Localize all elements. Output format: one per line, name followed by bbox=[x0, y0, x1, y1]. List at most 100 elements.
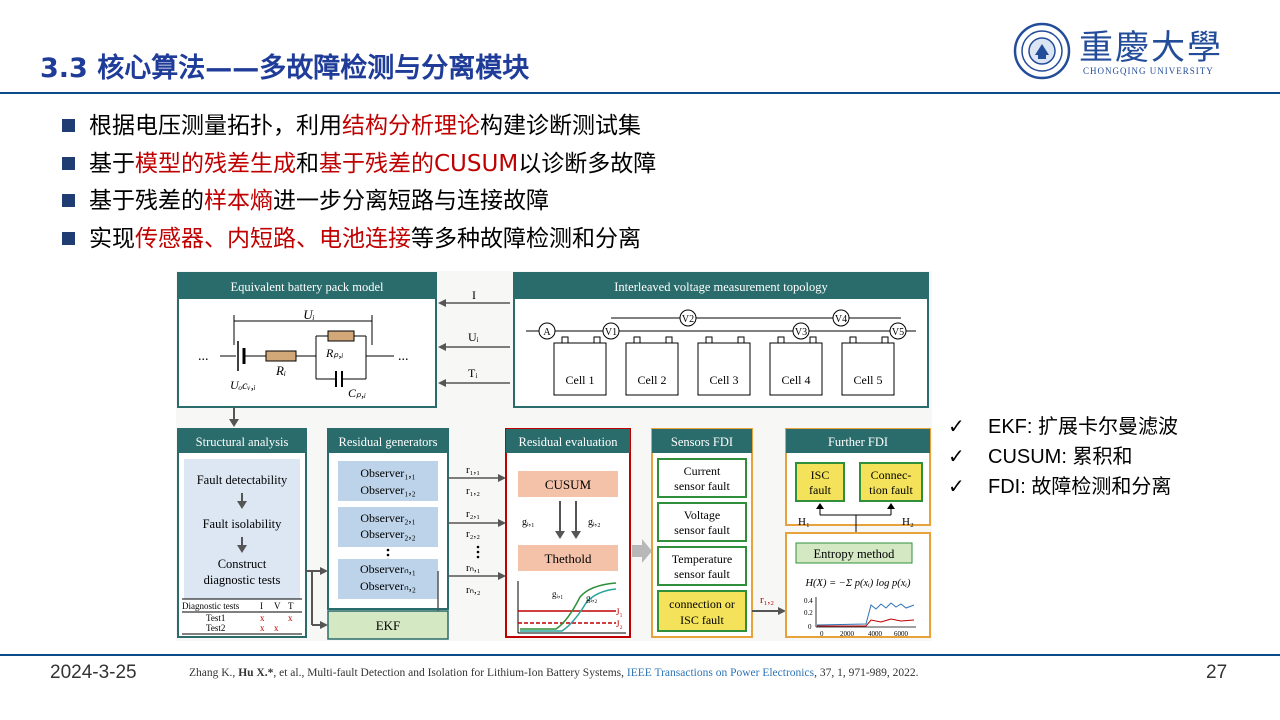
conn-fault-l1: Connec- bbox=[871, 468, 912, 482]
check-icon: ✓ bbox=[948, 416, 965, 438]
isc-fault-l2: fault bbox=[809, 483, 832, 497]
hypothesis-h1: H₁ bbox=[798, 516, 810, 528]
meter-label: V3 bbox=[795, 327, 807, 338]
note-fdi-text: FDI: 故障检测和分离 bbox=[988, 476, 1172, 498]
residual-r12: r₁,₂ bbox=[466, 485, 480, 497]
cell-terminal bbox=[593, 336, 601, 344]
meter-icon bbox=[538, 322, 556, 340]
meter-icon bbox=[889, 322, 907, 340]
g-i1: gᵢ,₁ bbox=[522, 517, 535, 528]
bullet-highlight-text: 结构分析理论 bbox=[342, 113, 480, 139]
cell-terminal bbox=[849, 336, 857, 344]
xtick-2000: 2000 bbox=[840, 630, 855, 638]
bullet-text: 基于 bbox=[89, 150, 135, 177]
signal-voltage: Uᵢ bbox=[468, 330, 479, 344]
bullet-text: 和 bbox=[296, 150, 319, 177]
entropy-method-box: Entropy method bbox=[814, 547, 896, 561]
ref-corresponding-author: Hu X.* bbox=[238, 667, 274, 679]
topology-title: Interleaved voltage measurement topology bbox=[614, 280, 828, 294]
step-construct: Construct bbox=[218, 557, 267, 571]
residual-r22: r₂,₂ bbox=[466, 528, 480, 540]
meter-label: V5 bbox=[892, 327, 904, 338]
meter-label: V1 bbox=[605, 327, 617, 338]
abbreviation-notes: ✓EKF: 扩展卡尔曼滤波 ✓ CUSUM: 累积和 ✓ FDI: 故障检测和分离 bbox=[948, 412, 1178, 502]
check-icon: ✓ bbox=[948, 476, 965, 498]
bullet-item: 基于模型的残差生成和基于残差的CUSUM以诊断多故障 bbox=[62, 146, 656, 184]
circuit-label-rp: Rₚ,ᵢ bbox=[325, 346, 343, 360]
bullet-text: 构建诊断测试集 bbox=[480, 113, 641, 139]
observer-1-1: Observer₁,₁ bbox=[360, 466, 415, 480]
step-isolability: Fault isolability bbox=[203, 517, 283, 531]
battery-cell bbox=[625, 342, 679, 396]
cell-terminal bbox=[777, 336, 785, 344]
note-cusum-text: CUSUM: 累积和 bbox=[988, 446, 1133, 468]
residual-generators-panel: Residual generators Observer₁,₁ Observer… bbox=[327, 428, 449, 640]
cusum-box: CUSUM bbox=[545, 477, 592, 492]
cell-terminal bbox=[561, 336, 569, 344]
logo-english-name: CHONGQING UNIVERSITY bbox=[1083, 66, 1214, 76]
table-test2: Test2 bbox=[206, 623, 225, 633]
observer-1-2: Observer₁,₂ bbox=[360, 483, 415, 497]
isc-fault-l1: ISC bbox=[811, 468, 830, 482]
residual-rn1: rₙ,₁ bbox=[466, 562, 481, 574]
circuit-label-u: Uᵢ bbox=[303, 307, 314, 322]
xtick-6000: 6000 bbox=[894, 630, 909, 638]
hypothesis-h2: H₂ bbox=[902, 516, 914, 528]
page-number: 27 bbox=[1206, 662, 1228, 683]
observer-n-2: Observerₙ,₂ bbox=[360, 579, 416, 593]
voltage-fault-l1: Voltage bbox=[684, 508, 720, 522]
sensors-title: Sensors FDI bbox=[671, 435, 733, 449]
slide-date: 2024-3-25 bbox=[50, 662, 137, 683]
table-head-i: I bbox=[260, 601, 263, 611]
cell-terminal bbox=[665, 336, 673, 344]
cell-label: Cell 5 bbox=[854, 373, 883, 387]
meter-label: V4 bbox=[835, 314, 847, 325]
plot-j1: J₁ bbox=[616, 607, 623, 617]
bullet-text: 进一步分离短路与连接故障 bbox=[273, 188, 549, 214]
ekf-box: EKF bbox=[376, 618, 401, 633]
bullet-text: 等多种故障检测和分离 bbox=[411, 225, 641, 252]
residual-arrows: r₁,₁ r₁,₂ r₂,₁ r₂,₂ rₙ,₁ rₙ,₂ bbox=[448, 464, 506, 596]
footer-divider bbox=[0, 654, 1280, 656]
plot-g-i2: gᵢ,₂ bbox=[586, 593, 597, 603]
note-ekf: ✓EKF: 扩展卡尔曼滤波 bbox=[948, 412, 1178, 442]
battery-cell bbox=[697, 342, 751, 396]
sensors-fdi-panel: Sensors FDI Current sensor fault Voltage… bbox=[651, 428, 753, 638]
cell-label: Cell 4 bbox=[782, 373, 811, 387]
connection-fault-l1: connection or bbox=[669, 597, 735, 611]
ref-volume: , 37, 1, 971-989, 2022. bbox=[814, 667, 919, 679]
table-test1: Test1 bbox=[206, 613, 225, 623]
observer-2-2: Observer₂,₂ bbox=[360, 527, 415, 541]
xtick-4000: 4000 bbox=[868, 630, 883, 638]
diagnosis-framework-figure: Equivalent battery pack model Uᵢ ... ...… bbox=[176, 271, 932, 641]
title-divider bbox=[0, 92, 1280, 94]
threshold-box: Thethold bbox=[545, 551, 592, 566]
bullet-text: 实现 bbox=[89, 225, 135, 252]
topology-panel: Interleaved voltage measurement topology… bbox=[513, 272, 929, 408]
bullet-square-icon bbox=[62, 156, 75, 170]
signal-current: I bbox=[472, 288, 476, 302]
generators-title: Residual generators bbox=[339, 435, 438, 449]
bullet-highlight-text: 样本熵 bbox=[204, 188, 273, 214]
ref-title: , et al., Multi-fault Detection and Isol… bbox=[273, 667, 627, 679]
further-title: Further FDI bbox=[828, 435, 888, 449]
ref-journal: IEEE Transactions on Power Electronics bbox=[626, 667, 815, 679]
battery-cell bbox=[769, 342, 823, 396]
bullet-item: 实现传感器、内短路、电池连接等多种故障检测和分离 bbox=[62, 221, 656, 259]
plot-j2: J₂ bbox=[616, 619, 623, 629]
observer-n-1: Observerₙ,₁ bbox=[360, 562, 416, 576]
logo-chinese-name: 重慶大學 bbox=[1079, 28, 1223, 68]
structural-title: Structural analysis bbox=[196, 435, 289, 449]
current-fault-l2: sensor fault bbox=[674, 479, 730, 493]
ref-authors: Zhang K., bbox=[189, 667, 239, 679]
reference-citation: Zhang K., Hu X.*, et al., Multi-fault De… bbox=[189, 667, 919, 679]
bullet-highlight-text: 传感器、内短路、电池连接 bbox=[135, 225, 411, 252]
temperature-fault-l2: sensor fault bbox=[674, 567, 730, 581]
meter-label: A bbox=[543, 327, 551, 338]
bullet-highlight-text: 基于残差的CUSUM bbox=[319, 150, 519, 177]
battery-cell bbox=[553, 342, 607, 396]
step-detectability: Fault detectability bbox=[197, 473, 288, 487]
table-head-v: V bbox=[274, 601, 281, 611]
university-logo: 重慶大學 CHONGQING UNIVERSITY bbox=[1013, 18, 1228, 86]
meter-label: V2 bbox=[682, 314, 694, 325]
